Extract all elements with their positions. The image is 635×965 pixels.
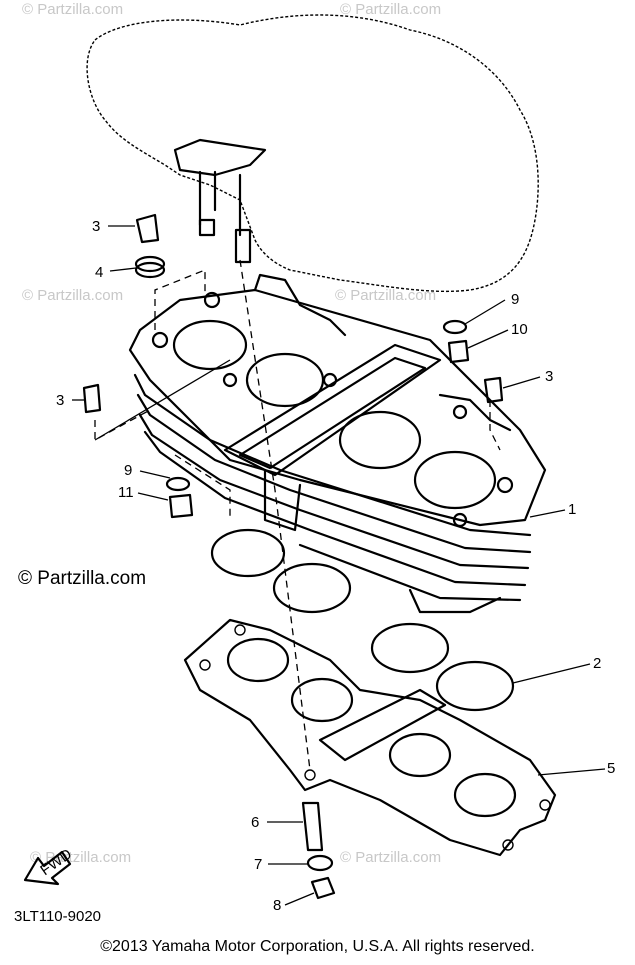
- callout-2: 2: [593, 655, 601, 672]
- watermark: © Partzilla.com: [340, 1, 441, 18]
- callout-11: 11: [118, 484, 134, 501]
- watermark: © Partzilla.com: [340, 849, 441, 866]
- callout-5: 5: [607, 760, 615, 777]
- callout-3: 3: [545, 368, 553, 385]
- o-rings: [210, 528, 515, 712]
- watermark: © Partzilla.com: [22, 287, 123, 304]
- callout-1: 1: [568, 501, 576, 518]
- watermark-large: © Partzilla.com: [18, 568, 146, 589]
- callout-9: 9: [124, 462, 132, 479]
- callout-4: 4: [95, 264, 103, 281]
- leader-lines: [72, 225, 606, 906]
- copyright-notice: ©2013 Yamaha Motor Corporation, U.S.A. A…: [100, 938, 535, 955]
- crankcase-outline: [86, 14, 539, 293]
- callout-3: 3: [56, 392, 64, 409]
- callout-9: 9: [511, 291, 519, 308]
- callouts: 3 4 3 9 11 9 10 3 1 2 5 6 7 8: [56, 218, 615, 914]
- callout-3: 3: [92, 218, 100, 235]
- callout-8: 8: [273, 897, 281, 914]
- watermark: © Partzilla.com: [30, 849, 131, 866]
- callout-10: 10: [511, 321, 528, 338]
- small-parts: [82, 213, 504, 900]
- alignment-lines: [94, 259, 501, 771]
- base-gasket: [183, 618, 557, 857]
- part-code: 3LT110-9020: [14, 908, 101, 925]
- watermarks: © Partzilla.com © Partzilla.com © Partzi…: [18, 1, 441, 866]
- callout-6: 6: [251, 814, 259, 831]
- callout-7: 7: [254, 856, 262, 873]
- watermark: © Partzilla.com: [22, 1, 123, 18]
- cylinder-block: [128, 273, 547, 614]
- watermark: © Partzilla.com: [335, 287, 436, 304]
